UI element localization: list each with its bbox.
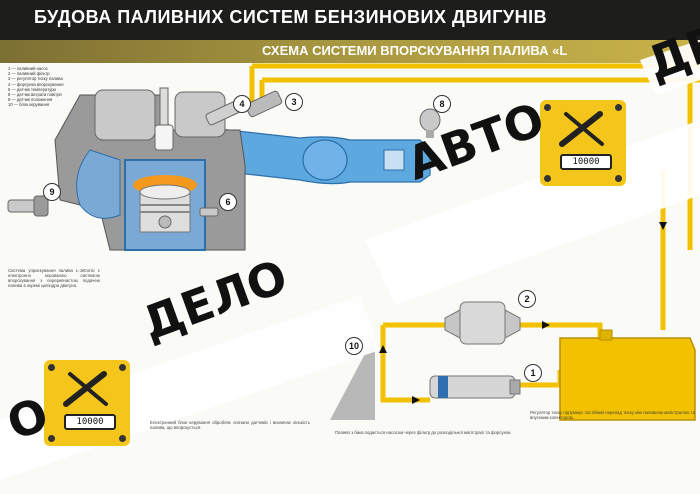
wrench-icon bbox=[63, 371, 108, 407]
page-title: БУДОВА ПАЛИВНИХ СИСТЕМ БЕНЗИНОВИХ ДВИГУН… bbox=[34, 7, 548, 27]
callout-1: 1 bbox=[524, 364, 542, 382]
screwdriver-icon bbox=[564, 112, 604, 146]
badge-counter: 10000 bbox=[560, 154, 612, 170]
screwdriver-icon bbox=[68, 372, 108, 406]
fuel-pump bbox=[429, 375, 521, 399]
callout-10: 10 bbox=[345, 337, 363, 355]
description-paragraph-3: Паливо з бака подається насосом через фі… bbox=[335, 430, 512, 435]
arrow-icon bbox=[659, 222, 667, 230]
sensor-part-8 bbox=[419, 108, 441, 138]
gray-wedge bbox=[330, 335, 375, 420]
intake-manifold bbox=[209, 127, 431, 185]
page-subtitle: СХЕМА СИСТЕМИ ВПОРСКУВАННЯ ПАЛИВА «L bbox=[262, 43, 568, 58]
arrow-icon bbox=[542, 321, 550, 329]
flow-arrows bbox=[379, 222, 667, 404]
callout-8: 8 bbox=[433, 95, 451, 113]
callout-4: 4 bbox=[233, 95, 251, 113]
legend-list: 1 — паливний насос 2 — паливний фільтр 3… bbox=[8, 66, 64, 108]
callout-2: 2 bbox=[518, 290, 536, 308]
sensor-part-9 bbox=[7, 195, 49, 217]
watermark-badge-right: 10000 bbox=[540, 100, 626, 186]
fuel-filter bbox=[444, 301, 521, 345]
description-paragraph-4: Регулятор тиску підтримує постійний пере… bbox=[530, 410, 695, 421]
callout-3: 3 bbox=[285, 93, 303, 111]
title-bar bbox=[0, 0, 700, 40]
description-paragraph-2: Електронний блок керування обробляє сигн… bbox=[150, 420, 310, 431]
callout-6: 6 bbox=[219, 193, 237, 211]
fuel-tank bbox=[559, 329, 696, 421]
arrow-icon bbox=[379, 345, 387, 353]
watermark-badge-left: 10000 bbox=[44, 360, 130, 446]
description-paragraph: Система уприскування палива L-Jetronic є… bbox=[8, 268, 100, 289]
badge-counter: 10000 bbox=[64, 414, 116, 430]
callout-9: 9 bbox=[43, 183, 61, 201]
subtitle-band bbox=[0, 40, 700, 63]
sensor-part-6 bbox=[199, 207, 219, 217]
wrench-icon bbox=[559, 111, 604, 147]
arrow-icon bbox=[412, 396, 420, 404]
engine-block bbox=[54, 87, 246, 251]
